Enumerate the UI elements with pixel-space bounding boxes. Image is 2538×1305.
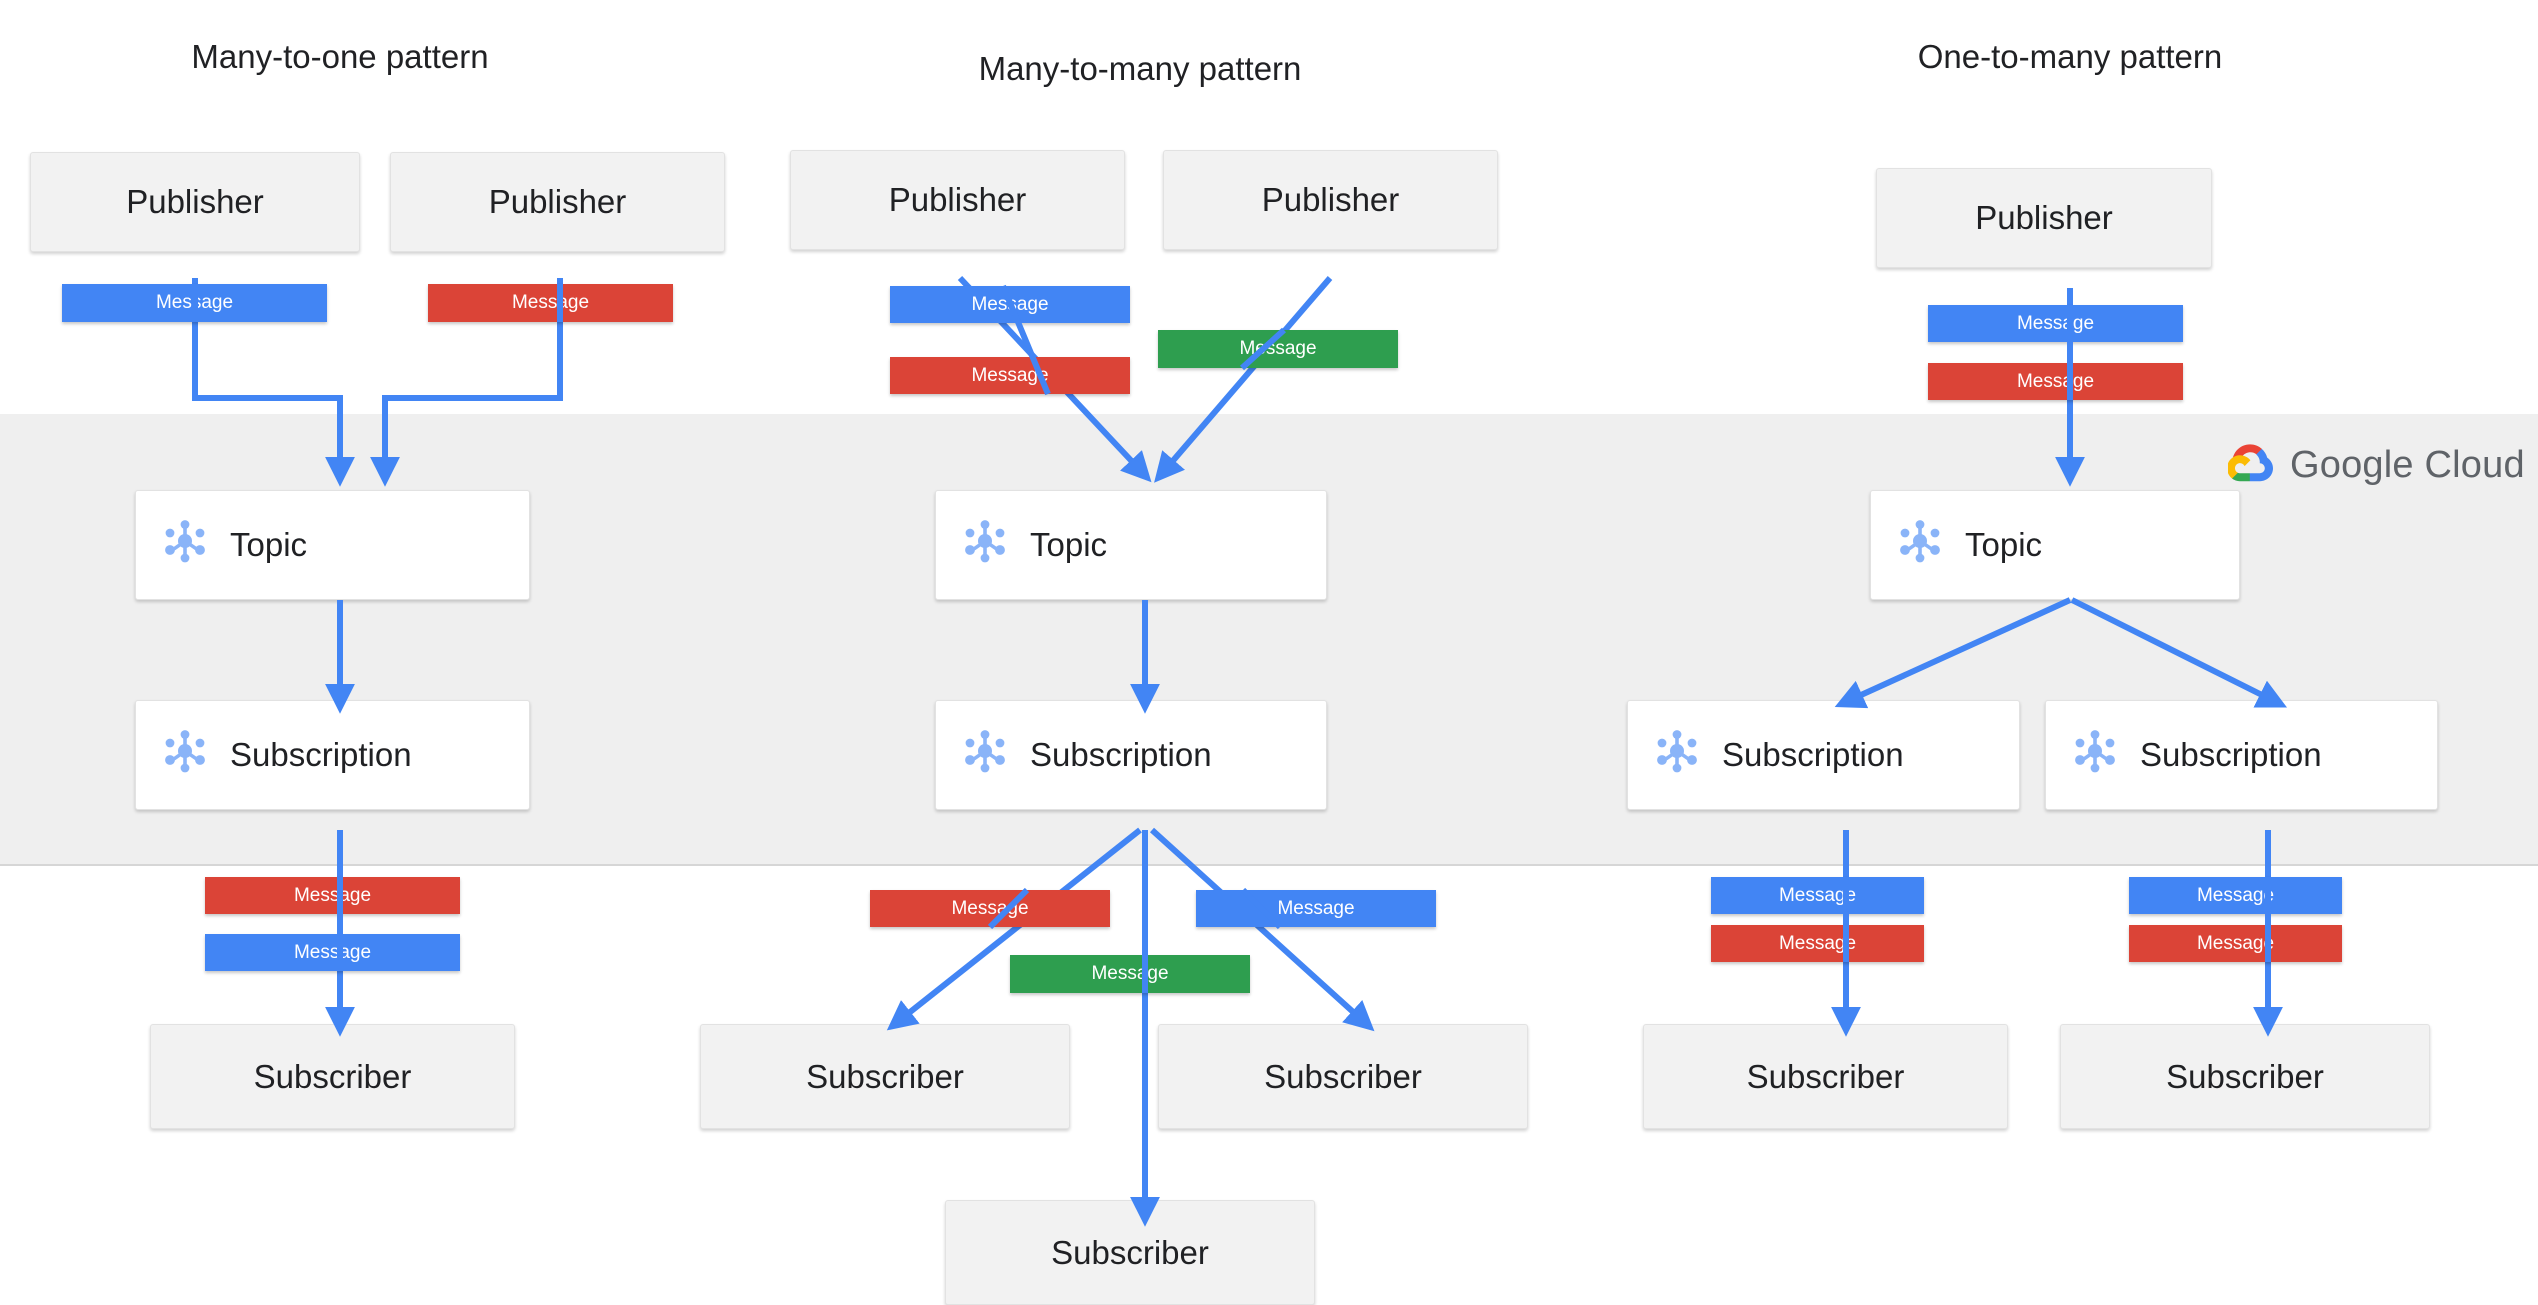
message-label: Message <box>293 941 372 963</box>
google-cloud-logo-icon <box>2226 443 2276 488</box>
message-chip-sub2-red[interactable]: Message <box>870 890 1110 927</box>
pubsub-hub-icon <box>1893 514 1947 576</box>
publisher-label: Publisher <box>126 183 264 220</box>
subscription-label: Subscription <box>2140 736 2322 773</box>
message-label: Message <box>511 292 590 313</box>
publisher-box-3a[interactable]: Publisher <box>1876 168 2212 268</box>
topic-box-col1[interactable]: Topic <box>135 490 530 600</box>
subscription-box-col1[interactable]: Subscription <box>135 700 530 810</box>
topic-label: Topic <box>1965 526 2043 563</box>
message-chip-sub3b-blue[interactable]: Message <box>2129 877 2342 914</box>
message-label: Message <box>1778 932 1857 954</box>
pubsub-hub-icon <box>158 514 212 576</box>
subscription-label: Subscription <box>1722 736 1904 773</box>
topic-label: Topic <box>230 526 308 563</box>
subscription-box-col3-right[interactable]: Subscription <box>2045 700 2438 810</box>
message-chip-sub3a-red[interactable]: Message <box>1711 925 1924 962</box>
pubsub-hub-icon <box>958 514 1012 576</box>
message-chip-pub2a-red[interactable]: Message <box>890 357 1130 394</box>
subscriber-label: Subscriber <box>2166 1057 2324 1095</box>
message-chip-sub2-blue[interactable]: Message <box>1196 890 1436 927</box>
subscriber-label: Subscriber <box>1051 1233 1209 1271</box>
message-chip-pub1b[interactable]: Message <box>428 284 673 322</box>
publisher-box-2b[interactable]: Publisher <box>1163 150 1498 250</box>
pubsub-hub-icon <box>1650 724 1704 786</box>
brand-word-cloud: Cloud <box>2424 444 2525 486</box>
message-label: Message <box>971 364 1049 386</box>
pubsub-hub-icon <box>2068 724 2122 786</box>
message-chip-pub3-red[interactable]: Message <box>1928 363 2183 400</box>
topic-box-col3[interactable]: Topic <box>1870 490 2240 600</box>
subscription-box-col3-left[interactable]: Subscription <box>1627 700 2020 810</box>
topic-box-col2[interactable]: Topic <box>935 490 1327 600</box>
subscriber-label: Subscriber <box>253 1057 412 1095</box>
publisher-box-2a[interactable]: Publisher <box>790 150 1125 250</box>
subscription-label: Subscription <box>1030 736 1212 773</box>
message-label: Message <box>1778 884 1857 906</box>
publisher-box-1b[interactable]: Publisher <box>390 152 725 252</box>
publisher-box-1a[interactable]: Publisher <box>30 152 360 252</box>
message-label: Message <box>2196 884 2275 906</box>
message-label: Message <box>293 884 372 906</box>
topic-label: Topic <box>1030 526 1108 563</box>
subscription-box-col2[interactable]: Subscription <box>935 700 1327 810</box>
subscription-label: Subscription <box>230 736 412 773</box>
publisher-label: Publisher <box>888 181 1027 218</box>
column-title-many-to-one: Many-to-one pattern <box>191 38 489 75</box>
subscriber-box-col2-right[interactable]: Subscriber <box>1158 1024 1528 1129</box>
subscriber-box-col3-right[interactable]: Subscriber <box>2060 1024 2430 1129</box>
google-cloud-logo: Google Cloud <box>2226 443 2525 488</box>
message-chip-sub3b-red[interactable]: Message <box>2129 925 2342 962</box>
message-label: Message <box>1091 963 1169 984</box>
subscriber-label: Subscriber <box>1746 1057 1905 1095</box>
pubsub-hub-icon <box>958 724 1012 786</box>
publisher-label: Publisher <box>1975 199 2113 236</box>
subscriber-label: Subscriber <box>1264 1057 1422 1095</box>
pubsub-hub-icon <box>158 724 212 786</box>
message-chip-pub3-blue[interactable]: Message <box>1928 305 2183 342</box>
subscriber-box-col2-left[interactable]: Subscriber <box>700 1024 1070 1129</box>
message-label: Message <box>951 897 1029 919</box>
message-chip-sub2-green[interactable]: Message <box>1010 955 1250 993</box>
message-label: Message <box>1277 897 1355 919</box>
column-title-many-to-many: Many-to-many pattern <box>978 50 1302 87</box>
subscriber-box-col3-left[interactable]: Subscriber <box>1643 1024 2008 1129</box>
message-label: Message <box>2016 370 2095 392</box>
message-chip-sub3a-blue[interactable]: Message <box>1711 877 1924 914</box>
publisher-label: Publisher <box>488 183 627 220</box>
message-chip-sub1-blue[interactable]: Message <box>205 934 460 971</box>
message-chip-sub1-red[interactable]: Message <box>205 877 460 914</box>
message-label: Message <box>2016 312 2095 334</box>
column-title-one-to-many: One-to-many pattern <box>1917 38 2223 75</box>
google-cloud-wordmark: Google Cloud <box>2290 444 2525 487</box>
message-label: Message <box>2196 932 2275 954</box>
subscriber-label: Subscriber <box>806 1057 964 1095</box>
brand-word-google: Google <box>2290 444 2414 486</box>
publisher-label: Publisher <box>1261 181 1400 218</box>
